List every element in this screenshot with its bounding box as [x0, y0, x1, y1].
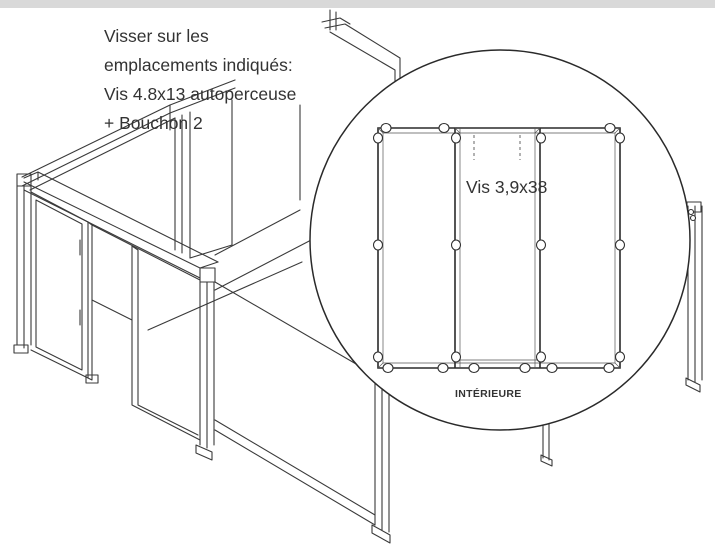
instruction-line: Vis 4.8x13 autoperceuse [104, 84, 297, 104]
front-door [91, 224, 201, 441]
instruction-text: Visser sur les emplacements indiqués: Vi… [104, 22, 296, 138]
top-rails [21, 79, 301, 259]
left-door [30, 191, 99, 384]
top-bar [0, 0, 715, 8]
view-label: INTÉRIEURE [455, 388, 522, 400]
leader-line [147, 261, 303, 331]
right-wall [214, 281, 391, 544]
left-post [13, 173, 32, 354]
front-post [195, 267, 216, 461]
center-wall [189, 209, 316, 291]
instruction-line: emplacements indiqués: [104, 55, 293, 75]
front-top-beam [23, 171, 219, 279]
screw-points [372, 122, 626, 374]
screw-label: Vis 3,9x38 [466, 177, 548, 197]
detail-circle [309, 49, 691, 431]
instruction-line: + Bouchon 2 [104, 113, 203, 133]
instruction-line: Visser sur les [104, 26, 209, 46]
